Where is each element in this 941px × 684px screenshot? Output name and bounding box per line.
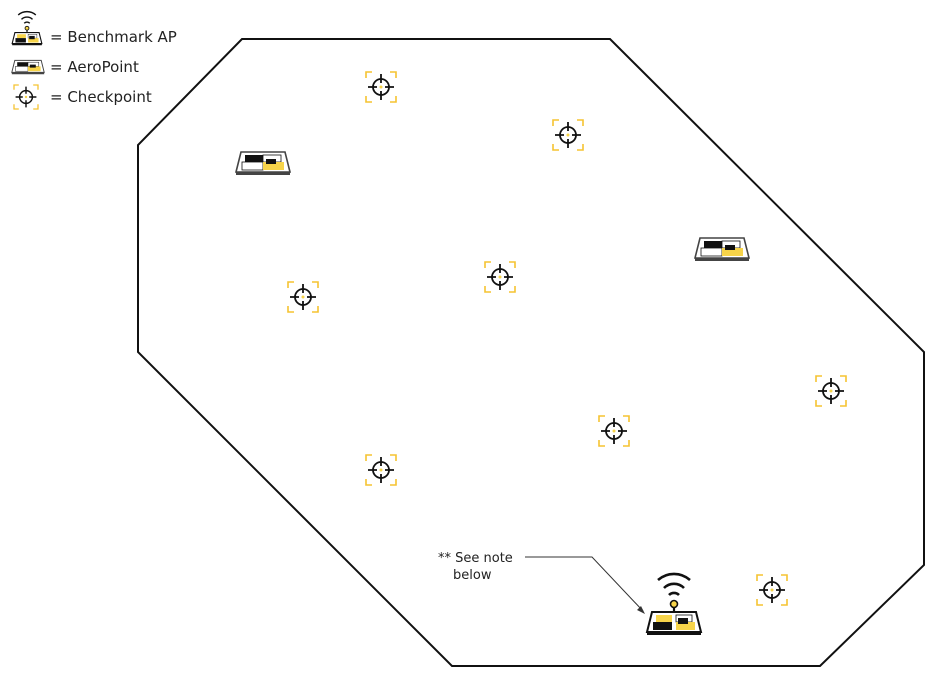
benchmark-ap-icon [645,572,703,637]
aeropoint-icon [235,151,291,176]
legend-label-aeropoint: = AeroPoint [50,58,139,76]
note-line-1: ** See note [438,551,513,566]
checkpoint-icon [552,119,584,151]
benchmark-ap-icon [11,10,43,46]
checkpoint-icon [484,261,516,293]
site-boundary [137,38,925,667]
checkpoint-icon [598,415,630,447]
legend-label-benchmark-ap: = Benchmark AP [50,28,177,46]
note-line-2: below [453,568,492,583]
note-leader-arrow [525,556,644,612]
aeropoint-icon [694,237,750,262]
checkpoint-icon [13,84,39,110]
legend: = Benchmark AP = AeroPoint = Checkpoint [11,10,177,110]
checkpoint-icon [287,281,319,313]
aeropoint-icon [11,59,45,75]
checkpoint-icon [756,574,788,606]
note-annotation: ** See note below [438,551,645,614]
checkpoint-markers [287,71,847,606]
legend-label-checkpoint: = Checkpoint [50,88,152,106]
checkpoint-icon [365,454,397,486]
arrowhead-icon [637,606,645,614]
checkpoint-icon [365,71,397,103]
checkpoint-icon [815,375,847,407]
aeropoint-markers [235,151,750,262]
